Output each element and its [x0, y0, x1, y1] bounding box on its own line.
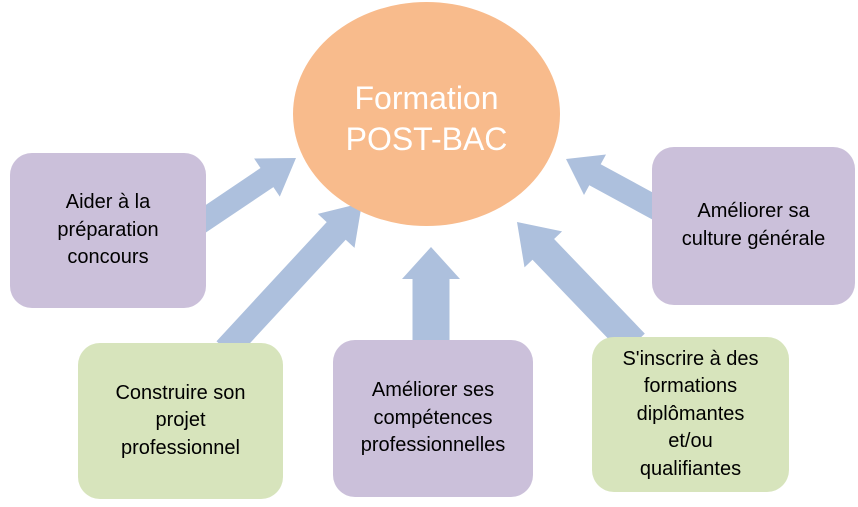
node-ameliorer-culture-generale: Améliorer sa culture générale [652, 147, 855, 305]
arrow-from-competences-to-center [402, 247, 460, 344]
node-ameliorer-competences-professionnelles: Améliorer ses compétences professionnell… [333, 340, 533, 497]
node-label: Améliorer sa culture générale [681, 200, 826, 250]
central-node-label: Formation POST-BAC [345, 80, 508, 157]
node-inscrire-formations-diplomantes: S'inscrire à des formations diplômantes … [592, 337, 789, 492]
arrow-from-construire-to-center [216, 203, 362, 359]
arrow-from-culture-to-center [566, 154, 664, 220]
node-label: Améliorer ses compétences professionnell… [360, 379, 506, 457]
central-node: Formation POST-BAC [293, 2, 560, 226]
node-construire-projet-professionnel: Construire son projet professionnel [78, 343, 283, 499]
node-label: Construire son projet professionnel [115, 381, 246, 459]
node-aider-preparation-concours: Aider à la préparation concours [10, 153, 206, 308]
arrow-from-inscrire-to-center [517, 222, 645, 355]
node-label: Aider à la préparation concours [57, 191, 159, 269]
node-label: S'inscrire à des formations diplômantes … [622, 347, 759, 480]
arrow-from-aider-to-center [191, 158, 296, 234]
